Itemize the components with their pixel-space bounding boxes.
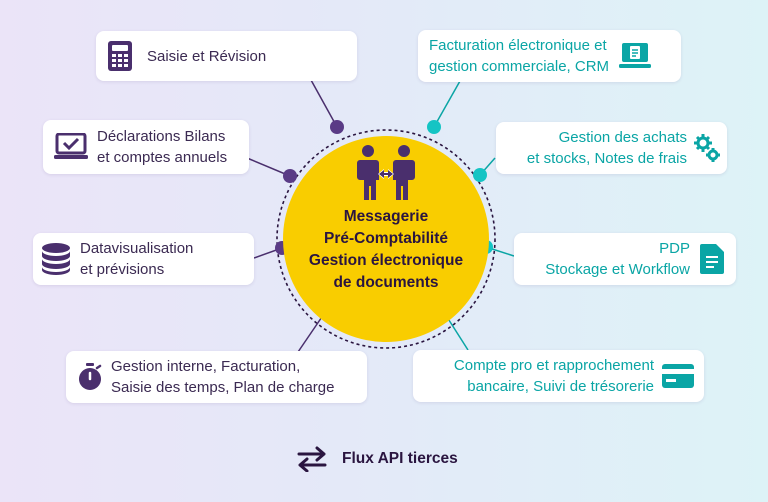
hub-line-4: de documents [333, 274, 439, 291]
module-label-line: Saisie des temps, Plan de charge [111, 379, 335, 396]
laptop-check-icon [54, 133, 88, 161]
module-label-line: Facturation électronique et [429, 37, 607, 54]
module-card-achats: Gestion des achats et stocks, Notes de f… [496, 122, 727, 174]
module-label-line: Gestion des achats [558, 129, 687, 146]
module-label-line: Stockage et Workflow [545, 261, 690, 278]
connector-left-1 [246, 157, 291, 177]
api-flow-legend: Flux API tierces [296, 445, 458, 473]
module-label-line: bancaire, Suivi de trésorerie [467, 378, 654, 395]
module-label-line: PDP [659, 240, 690, 257]
dashed-orbit [276, 129, 496, 349]
module-label-line: et stocks, Notes de frais [526, 150, 687, 167]
module-card-compte-pro: Compte pro et rapprochement bancaire, Su… [413, 350, 704, 402]
module-card-pdp: PDP Stockage et Workflow [514, 233, 736, 285]
calculator-icon [107, 41, 133, 71]
laptop-invoice-icon [619, 42, 652, 70]
connector-left-0 [310, 79, 338, 128]
module-label-line: et prévisions [80, 261, 165, 278]
orbit-dot-right-0 [427, 120, 441, 134]
module-label-line: gestion commerciale, CRM [429, 58, 610, 75]
hub-line-3: Gestion électronique [308, 252, 464, 269]
people-exchange-icon [357, 145, 415, 200]
api-flow-label: Flux API tierces [342, 450, 458, 467]
arrows-exchange-icon [297, 446, 327, 472]
module-card-facturation: Facturation électronique et gestion comm… [418, 30, 681, 82]
database-icon [41, 243, 71, 275]
connector-right-0 [433, 80, 461, 128]
gears-icon [693, 133, 721, 163]
module-card-saisie: Saisie et Révision [96, 31, 357, 81]
module-label-line: et comptes annuels [97, 149, 228, 166]
module-card-declarations: Déclarations Bilans et comptes annuels [43, 120, 249, 174]
hub-line-2: Pré-Comptabilité [323, 230, 448, 247]
credit-card-icon [662, 364, 694, 388]
module-label-line: Gestion interne, Facturation, [111, 358, 301, 375]
orbit-dot-left-1 [283, 169, 297, 183]
document-icon [700, 244, 724, 274]
central-hub: Messagerie Pré-Comptabilité Gestion élec… [283, 136, 489, 342]
hub-line-1: Messagerie [343, 208, 429, 225]
orbit-dot-left-0 [330, 120, 344, 134]
stopwatch-icon [77, 363, 103, 391]
module-card-gestion-interne: Gestion interne, Facturation, Saisie des… [66, 351, 367, 403]
module-label-line: Déclarations Bilans [97, 128, 226, 145]
module-card-datavisualisation: Datavisualisation et prévisions [33, 233, 254, 285]
module-label-line: Datavisualisation [80, 240, 194, 257]
orbit-dot-right-1 [473, 168, 487, 182]
module-label-line: Saisie et Révision [147, 47, 267, 65]
module-label-line: Compte pro et rapprochement [453, 357, 654, 374]
